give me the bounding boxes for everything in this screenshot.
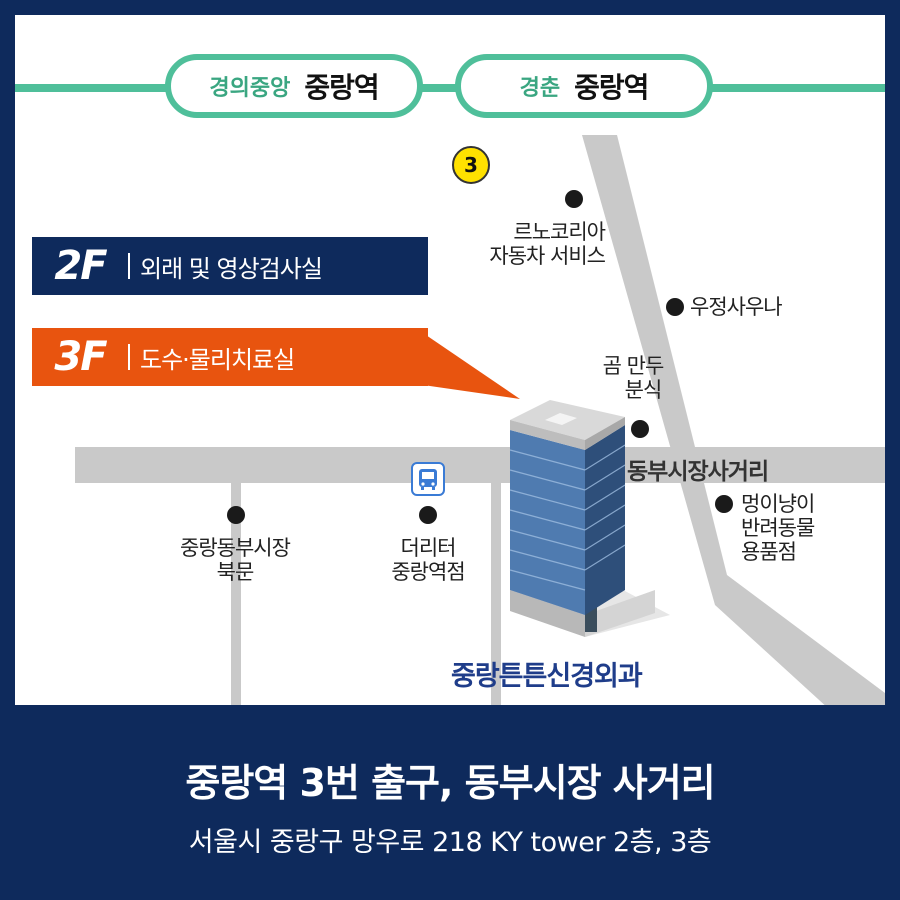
intersection-label: 동부시장사거리 bbox=[627, 459, 769, 485]
floor-separator bbox=[128, 344, 130, 370]
floor-separator bbox=[128, 253, 130, 279]
main-road bbox=[75, 447, 885, 483]
hospital-name-label: 중랑튼튼신경외과 bbox=[451, 661, 643, 692]
floor-number: 3F bbox=[54, 334, 107, 380]
poi-marker-renault bbox=[565, 190, 583, 208]
poi-marker-market bbox=[227, 506, 245, 524]
floor-2f-banner: 2F 외래 및 영상검사실 bbox=[32, 237, 428, 295]
callout-pointer bbox=[423, 333, 520, 399]
hospital-building-icon bbox=[509, 400, 670, 637]
floor-3f-banner: 3F 도수·물리치료실 bbox=[32, 328, 428, 386]
poi-label-the-liter: 더리터 중랑역점 bbox=[391, 536, 465, 584]
poi-marker-pet-store bbox=[715, 495, 733, 513]
side-road-middle bbox=[491, 483, 501, 705]
poi-label-pet-store: 멍이냥이 반려동물 용품점 bbox=[741, 492, 815, 564]
station-line-label: 경의중앙 bbox=[209, 76, 291, 101]
station-name-label: 중랑역 bbox=[574, 71, 649, 104]
floor-description: 외래 및 영상검사실 bbox=[140, 254, 323, 283]
poi-label-market: 중랑동부시장 북문 bbox=[180, 536, 291, 584]
address-text: 서울시 중랑구 망우로 218 KY tower 2층, 3층 bbox=[188, 827, 712, 858]
station-name-label: 중랑역 bbox=[304, 71, 379, 104]
poi-label-sauna: 우정사우나 bbox=[690, 295, 783, 319]
station-gyeongui-jungang[interactable]: 경의중앙 중랑역 bbox=[165, 54, 423, 118]
floor-description: 도수·물리치료실 bbox=[140, 345, 295, 374]
station-line-label: 경춘 bbox=[519, 76, 561, 101]
side-road-left bbox=[231, 483, 241, 705]
location-map: 경의중앙 중랑역 경춘 중랑역 3 르노코리아 자동차 서비스 우정사우나 곰 … bbox=[15, 15, 885, 705]
poi-marker-sauna bbox=[666, 298, 684, 316]
floor-number: 2F bbox=[54, 243, 107, 289]
station-gyeongchun[interactable]: 경춘 중랑역 bbox=[455, 54, 713, 118]
poi-label-dumpling: 곰 만두 분식 bbox=[602, 354, 665, 402]
directions-headline: 중랑역 3번 출구, 동부시장 사거리 bbox=[185, 761, 715, 805]
exit-number-badge: 3 bbox=[452, 146, 490, 184]
diagonal-road bbox=[582, 135, 885, 705]
poi-marker-dumpling bbox=[631, 420, 649, 438]
poi-marker-the-liter bbox=[419, 506, 437, 524]
metro-line bbox=[15, 84, 885, 92]
bus-stop-icon bbox=[411, 462, 445, 496]
poi-label-renault: 르노코리아 자동차 서비스 bbox=[489, 220, 606, 268]
